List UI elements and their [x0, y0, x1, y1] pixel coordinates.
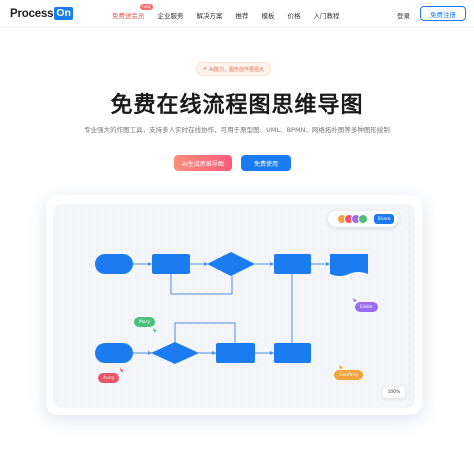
cursor-tag-eddie: Eddie	[355, 302, 378, 312]
processon-logo[interactable]: Process On	[10, 7, 73, 20]
arrow-head	[326, 262, 330, 266]
arrow-head	[212, 351, 216, 355]
arrow-head	[148, 262, 152, 266]
flow-node-decision	[207, 252, 255, 276]
nav-item-solutions[interactable]: 解决方案	[196, 12, 223, 20]
cursor-pointer-icon	[353, 298, 357, 302]
flow-node-terminal	[95, 254, 133, 274]
arrow-head	[204, 262, 208, 266]
free-use-button[interactable]: 免费使用	[241, 155, 291, 171]
flow-node-process	[152, 254, 190, 274]
new-badge: new	[140, 4, 153, 10]
signup-button[interactable]: 免费注册	[420, 6, 466, 21]
nav-item-label: 免费送会员	[112, 12, 145, 20]
cursor-pointer-icon	[153, 328, 157, 332]
nav-item-enterprise[interactable]: 企业服务	[157, 12, 184, 20]
cursor-tag-mary: Mary	[134, 317, 156, 327]
flow-node-document	[330, 254, 368, 276]
logo-on-badge: On	[54, 7, 73, 20]
top-navbar: Process On 免费送会员 new 企业服务 解决方案 推荐 模板 价格 …	[0, 0, 474, 28]
ai-feature-pill[interactable]: ✦ AI能力，图形创作更强大	[196, 62, 271, 76]
login-link[interactable]: 登录	[397, 12, 410, 20]
avatar[interactable]	[358, 214, 368, 224]
nav-item-templates[interactable]: 模板	[261, 12, 275, 20]
cursor-pointer-icon	[120, 368, 124, 372]
cursor-tag-geoffrey: Geoffrey	[334, 370, 364, 380]
hero-title: 免费在线流程图思维导图	[110, 93, 364, 118]
cursor-tag-anny: Anny	[98, 373, 120, 383]
zoom-level[interactable]: 100%	[383, 387, 405, 398]
cursor-pointer-icon	[339, 365, 343, 369]
share-button[interactable]: Share	[374, 214, 394, 224]
connector-line	[174, 322, 236, 343]
hero-subtitle: 专业强大的作图工具，支持多人实时在线协作，可用于原型图、UML、BPMN、网络拓…	[84, 126, 390, 134]
arrow-head	[270, 351, 274, 355]
ai-mindmap-button[interactable]: AI生成思维导图	[174, 155, 232, 171]
nav-item-free-vip[interactable]: 免费送会员 new	[112, 4, 153, 20]
arrow-head	[270, 262, 274, 266]
flow-node-process	[274, 343, 311, 363]
nav-item-pricing[interactable]: 价格	[287, 12, 301, 20]
main-nav: 免费送会员 new 企业服务 解决方案 推荐 模板 价格 入门教程	[112, 4, 353, 20]
ai-pill-text: AI能力，图形创作更强大	[209, 66, 265, 73]
flow-node-process	[216, 343, 255, 363]
flow-node-decision	[151, 342, 199, 364]
nav-item-recommend[interactable]: 推荐	[235, 12, 249, 20]
nav-item-tutorial[interactable]: 入门教程	[313, 12, 340, 20]
arrow-head	[148, 351, 152, 355]
flow-node-terminal	[95, 343, 133, 363]
logo-text: Process	[10, 7, 54, 20]
connector-line	[170, 274, 233, 295]
flow-node-process	[274, 254, 311, 274]
sparkle-icon: ✦	[202, 66, 208, 72]
